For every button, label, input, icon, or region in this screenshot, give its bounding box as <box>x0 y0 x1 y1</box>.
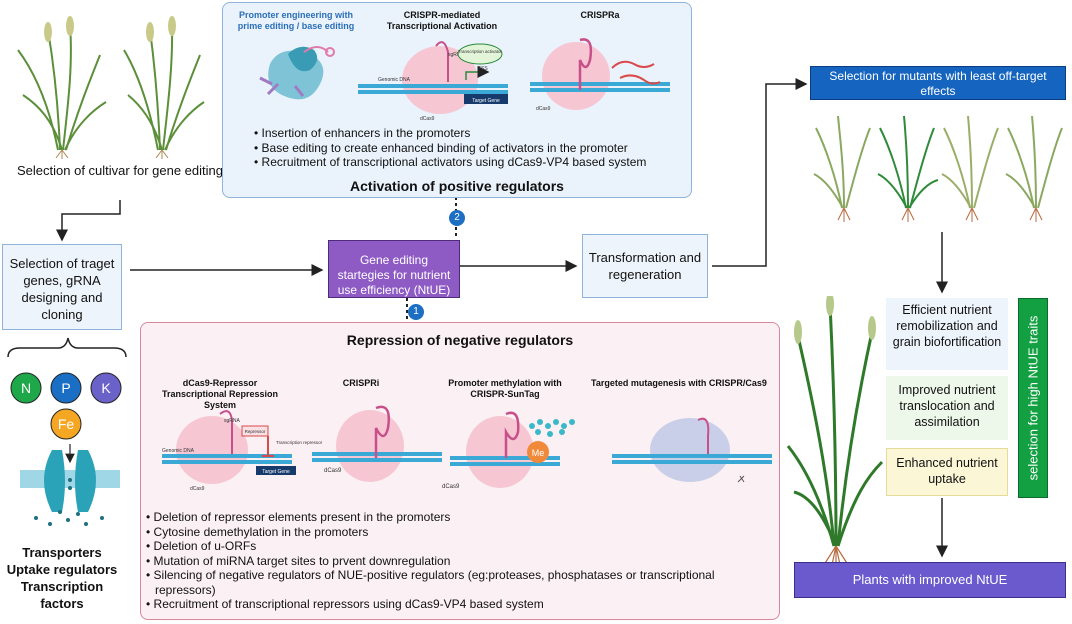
header-promoter-engineering: Promoter engineering with prime editing … <box>237 10 355 31</box>
header-dcas9-repressor: dCas9-Repressor Transcriptional Repressi… <box>161 378 279 410</box>
repression-bullet-5: • Silencing of negative regulators of NU… <box>146 568 715 597</box>
activation-bullet-2: • Base editing to create enhanced bindin… <box>254 140 628 155</box>
transporter-illustration <box>20 444 120 526</box>
mutant-plants-illustration <box>813 115 1063 222</box>
repression-bullet-3: • Deletion of u-ORFs <box>146 539 257 553</box>
label-me: Me <box>532 448 545 458</box>
header-crispr-activation: CRISPR-mediated Transcriptional Activati… <box>386 10 498 31</box>
selection-vertical-bar: selection for high NtUE traits <box>1018 298 1048 498</box>
label-transcription-factors: Transcription factors <box>20 579 104 611</box>
repression-bullet-2: • Cytosine demethylation in the promoter… <box>146 524 369 539</box>
label-activator: Transcription activator <box>458 49 503 54</box>
nutrient-n: N <box>10 372 42 404</box>
transformation-box: Transformation and regeneration <box>582 234 708 298</box>
improved-plant-illustration <box>786 296 884 578</box>
arrow-cultivar-to-target <box>56 200 121 242</box>
strategy-box: Gene editing startegies for nutrient use… <box>328 240 460 298</box>
crispra-illustration: dCas9 <box>530 38 670 112</box>
target-genes-box: Selection of traget genes, gRNA designin… <box>2 244 122 330</box>
label-dcas9-b: dCas9 <box>324 468 342 474</box>
cultivar-caption: Selection of cultivar for gene editing <box>17 163 223 178</box>
prime-editor-illustration <box>259 46 335 100</box>
crispr-activation-illustration: Target Gene Genomic DNA sgRNA dCas9 Tran… <box>358 41 508 122</box>
label-repressor: Repressor <box>245 429 266 434</box>
label-transporters: Transporters <box>22 545 102 560</box>
label-uptake-regulators: Uptake regulators <box>6 562 118 577</box>
promoter-methylation-illustration: Me dCas9 <box>442 411 575 490</box>
label-dcas9-crispra: dCas9 <box>536 106 551 112</box>
svg-text:K: K <box>101 380 111 396</box>
targeted-mutagenesis-illustration <box>612 417 772 483</box>
left-bottom-labels: Transporters Uptake regulators Transcrip… <box>0 544 124 612</box>
label-genomic-dna-bottom: Genomic DNA <box>162 448 195 454</box>
header-targeted-mutagenesis: Targeted mutagenesis with CRISPR/Cas9 <box>591 378 767 388</box>
dcas9-repressor-illustration: Repressor Transcription repressor Target… <box>162 410 323 492</box>
repression-bullet-6: • Recruitment of transcriptional repress… <box>146 597 544 611</box>
label-tss: TSS <box>478 66 488 72</box>
label-dcas9-top: dCas9 <box>420 116 435 122</box>
label-sgrna-bottom: sgRNA <box>224 418 241 424</box>
svg-text:P: P <box>61 380 70 396</box>
activation-bullets: • Insertion of enhancers in the promoter… <box>254 126 692 170</box>
nutrient-k: K <box>90 372 122 404</box>
nutrient-p: P <box>50 372 82 404</box>
nutrient-fe: Fe <box>50 408 82 440</box>
activation-bullet-3: • Recruitment of transcriptional activat… <box>254 155 647 169</box>
final-box: Plants with improved NtUE <box>794 562 1066 598</box>
label-dcas9-c: dCas9 <box>442 484 460 490</box>
trait-box-remobilization: Efficient nutrient remobilization and gr… <box>886 298 1008 370</box>
cultivar-plants-illustration <box>17 16 205 159</box>
repression-bullets: • Deletion of repressor elements present… <box>146 510 746 612</box>
repression-illustrations: Repressor Transcription repressor Target… <box>162 405 772 492</box>
arrow-transform-to-selection <box>712 78 808 267</box>
selection-box: Selection for mutants with least off-tar… <box>810 66 1066 100</box>
nutrient-circles: N P K Fe <box>10 372 122 440</box>
header-crispri: CRISPRi <box>342 378 380 388</box>
crispri-illustration: dCas9 <box>312 405 442 482</box>
badge-2: 2 <box>449 210 465 226</box>
repression-bullet-4: • Mutation of miRNA target sites to prve… <box>146 553 451 568</box>
label-target-gene-bottom: Target Gene <box>262 469 290 475</box>
header-promoter-methylation: Promoter methylation with CRISPR-SunTag <box>448 378 562 399</box>
badge-1: 1 <box>408 304 424 320</box>
activation-bullet-1: • Insertion of enhancers in the promoter… <box>254 126 471 140</box>
label-transcription-repressor: Transcription repressor <box>276 440 323 445</box>
label-genomic-dna-top: Genomic DNA <box>378 77 411 83</box>
trait-box-translocation: Improved nutrient translocation and assi… <box>886 376 1008 440</box>
repression-bullet-1: • Deletion of repressor elements present… <box>146 510 451 524</box>
svg-text:N: N <box>21 380 31 396</box>
label-sgrna-top: sgRNA <box>448 52 465 58</box>
selection-vertical-label: selection for high NtUE traits <box>1025 315 1041 481</box>
activation-illustrations: Target Gene Genomic DNA sgRNA dCas9 Tran… <box>259 38 670 122</box>
trait-box-uptake: Enhanced nutrient uptake <box>886 448 1008 496</box>
label-target-gene-top: Target Gene <box>472 98 500 104</box>
activation-title: Activation of positive regulators <box>350 178 564 194</box>
brace <box>7 337 127 358</box>
svg-text:Fe: Fe <box>58 416 75 432</box>
repression-title: Repression of negative regulators <box>346 332 574 348</box>
label-dcas9-a: dCas9 <box>190 486 205 492</box>
header-crispra: CRISPRa <box>580 10 620 20</box>
